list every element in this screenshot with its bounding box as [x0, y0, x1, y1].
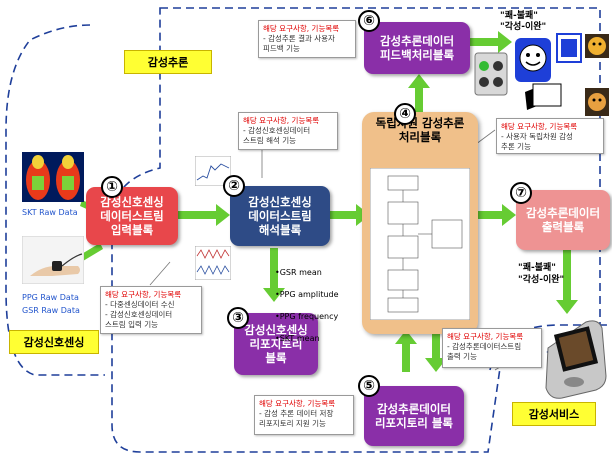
- note-output-heading: 해당 요구사항, 기능목록: [447, 332, 524, 341]
- skt-thermal-image: [22, 152, 84, 202]
- inference-flowchart-thumbnail: [370, 168, 470, 320]
- metrics-list: •GSR mean •PPG amplitude •PPG frequency …: [275, 256, 339, 344]
- step-number-3: ③: [227, 307, 249, 329]
- block-feedback[interactable]: 감성추론데이터 피드백처리블록: [364, 22, 470, 74]
- emotion-top-line1: "쾌-불쾌": [500, 11, 538, 21]
- note-datarepo: 해당 요구사항, 기능목록 - 감성 추론 데이터 저장 리포지토리 지원 기능: [254, 395, 354, 435]
- step-number-4: ④: [394, 103, 416, 125]
- step-number-5: ⑤: [358, 375, 380, 397]
- emotion-right-line2: "각성-이완": [518, 275, 565, 285]
- block-sensing-repository[interactable]: 감성신호센싱 리포지토리 블록: [234, 313, 318, 375]
- arrow-output-to-service: [556, 250, 578, 314]
- metric-ppg-amplitude: •PPG amplitude: [275, 290, 339, 299]
- service-phone-image: [545, 320, 607, 399]
- note-inference-body: - 사용자 독립차원 감성 추론 기능: [501, 132, 573, 151]
- ppg-raw-label: PPG Raw Data: [22, 293, 79, 302]
- arrow-feedback-to-avatars: [470, 31, 512, 53]
- metric-ppg-frequency: •PPG frequency: [275, 312, 339, 321]
- note-inference-heading: 해당 요구사항, 기능목록: [501, 122, 578, 131]
- block-inference-repository[interactable]: 감성추론데이터 리포지토리 블록: [364, 386, 464, 446]
- arrow-datarepo-to-inference: [395, 330, 417, 372]
- emotion-avatars-image: [515, 33, 609, 116]
- emotion-top-line2: "각성-이완": [500, 22, 547, 32]
- arrow-inference-to-feedback: [408, 74, 430, 120]
- note-parse: 해당 요구사항, 기능목록 - 감성신호센싱데이터 스트림 해석 기능: [238, 112, 338, 150]
- note-feedback-body: - 감성추론 결과 사용자 피드백 기능: [263, 34, 335, 53]
- note-input: 해당 요구사항, 기능목록 - 다중센싱데이터 수신 - 감성신호센싱데이터 스…: [100, 286, 202, 334]
- sensing-region-label: 감성신호센싱: [9, 330, 99, 354]
- emotion-label-top: "쾌-불쾌" "각성-이완": [500, 11, 546, 33]
- gsr-raw-label: GSR Raw Data: [22, 306, 80, 315]
- note-parse-heading: 해당 요구사항, 기능목록: [243, 116, 320, 125]
- emotion-label-right: "쾌-불쾌" "각성-이완": [518, 262, 564, 286]
- step-number-7: ⑦: [510, 182, 532, 204]
- inference-region-label: 감성추론: [124, 50, 212, 74]
- block-output[interactable]: 감성추론데이터 출력블록: [516, 190, 610, 250]
- block-input[interactable]: 감성신호센싱 데이터스트림 입력블록: [86, 187, 178, 245]
- note-input-heading: 해당 요구사항, 기능목록: [105, 290, 182, 299]
- emotion-right-line1: "쾌-불쾌": [518, 263, 556, 273]
- skt-raw-label: SKT Raw Data: [22, 208, 78, 217]
- note-input-body: - 다중센싱데이터 수신 - 감성신호센싱데이터 스트림 입력 기능: [105, 300, 175, 329]
- block-parse[interactable]: 감성신호센싱 데이터스트림 해석블록: [230, 186, 330, 246]
- note-datarepo-heading: 해당 요구사항, 기능목록: [259, 399, 336, 408]
- arrow-inference-to-output: [476, 204, 516, 226]
- arrow-input-to-parse: [178, 204, 230, 226]
- block-independent-inference-title: 독립차원 감성추론 처리블록: [375, 116, 465, 144]
- note-datarepo-body: - 감성 추론 데이터 저장 리포지토리 지원 기능: [259, 409, 334, 428]
- waveform-thumbnail-bottom: [195, 246, 231, 280]
- note-output-body: - 감성추론데이터스트림 출력 기능: [447, 342, 522, 361]
- note-parse-body: - 감성신호센싱데이터 스트림 해석 기능: [243, 126, 311, 145]
- note-output: 해당 요구사항, 기능목록 - 감성추론데이터스트림 출력 기능: [442, 328, 542, 368]
- finger-sensor-image: [22, 236, 84, 284]
- step-number-2: ②: [223, 175, 245, 197]
- metric-gsr-mean: •GSR mean: [275, 268, 322, 277]
- arrow-inference-to-datarepo: [425, 330, 447, 372]
- note-feedback: 해당 요구사항, 기능목록 - 감성추론 결과 사용자 피드백 기능: [258, 20, 356, 58]
- step-number-1: ①: [101, 176, 123, 198]
- service-region-label: 감성서비스: [512, 402, 596, 426]
- step-number-6: ⑥: [358, 10, 380, 32]
- note-feedback-heading: 해당 요구사항, 기능목록: [263, 24, 340, 33]
- arrow-parse-to-inference: [330, 204, 370, 226]
- metric-skt-mean: •SKT mean: [275, 334, 320, 343]
- feedback-device-image: [474, 52, 508, 96]
- note-inference: 해당 요구사항, 기능목록 - 사용자 독립차원 감성 추론 기능: [496, 118, 604, 154]
- arrow-parse-to-repo: [263, 248, 285, 302]
- arrow-ppg-to-input: [80, 243, 103, 261]
- sensing-region-border: [5, 24, 105, 376]
